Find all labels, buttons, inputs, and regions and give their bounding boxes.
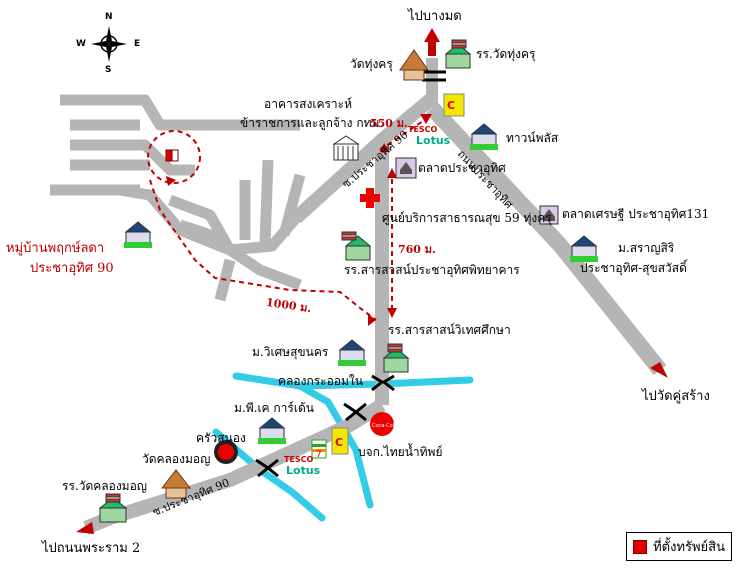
label-setthi-market: ตลาดเศรษฐี ประชาอุทิศ131 (562, 207, 710, 221)
route-550m (379, 114, 433, 151)
compass-w: W (76, 39, 86, 49)
label-welfare-building-2: ข้าราชการและลูกจ้าง กทม. (240, 116, 384, 130)
welfare-building-icon (332, 135, 360, 161)
label-krua-sanong: ครัวสนอง (196, 431, 246, 445)
svg-text:C: C (447, 99, 455, 112)
legend: ที่ตั้งทรัพย์สิน (626, 532, 732, 561)
label-to-wat-khu-sang: ไปวัดคู่สร้าง (642, 389, 710, 404)
label-to-bangmot: ไปบางมด (408, 9, 462, 24)
property-circle (147, 130, 201, 184)
restaurant-icon (214, 440, 238, 464)
tesco-lotus-icon-2: TESCO Lotus (284, 455, 321, 477)
route-1000m (149, 179, 377, 321)
distance-760: 760 ม. (398, 243, 436, 256)
label-wat-thung-khru: วัดทุ่งครุ (350, 57, 393, 71)
label-thai-namthip: บจก.ไทยน้ำทิพย์ (358, 445, 443, 459)
label-village-1: หมู่บ้านพฤกษ์ลดา (6, 241, 105, 256)
label-townplus: ทาวน์พลัส (506, 131, 559, 145)
route-arrowheads (166, 114, 432, 326)
label-to-rama2: ไปถนนพระราม 2 (42, 541, 141, 556)
hospital-icon (360, 188, 380, 208)
svg-text:Lotus: Lotus (416, 134, 451, 147)
canal-branch-2 (212, 428, 326, 522)
label-wat-thung-khru-school: รร.วัดทุ่งครุ (476, 47, 536, 61)
label-wat-klong-monhon-school: รร.วัดคลองมอญ (62, 479, 148, 493)
market-icon-2 (539, 205, 559, 225)
village-road-k (278, 173, 306, 237)
housing-icons (124, 123, 598, 444)
village-road-c (70, 139, 195, 176)
svg-text:C: C (335, 436, 343, 449)
bridges (255, 70, 446, 478)
village-road-g (178, 219, 222, 244)
compass-s: S (105, 65, 112, 75)
svg-text:TESCO: TESCO (284, 455, 314, 464)
arrow-southwest (76, 522, 94, 534)
village-road-f (168, 194, 235, 253)
legend-property-swatch (633, 539, 648, 554)
market-icon (395, 157, 417, 179)
seven-eleven-icon: 7 (311, 439, 327, 460)
svg-text:Coca-Cola: Coca-Cola (372, 423, 397, 429)
svg-text:TESCO: TESCO (408, 125, 438, 134)
route-lines (147, 114, 433, 321)
coca-cola-icon: Coca-Cola (370, 412, 397, 436)
school-icons (98, 39, 472, 523)
road-soi-90-lower (83, 399, 386, 535)
bigc-icon: C (443, 93, 465, 117)
legend-label: ที่ตั้งทรัพย์สิน (653, 540, 725, 555)
compass-rose (91, 26, 127, 62)
label-welfare-building-1: อาคารสงเคราะห์ (264, 97, 353, 111)
label-saranusiri-1: ม.สราญสิริ (618, 241, 675, 255)
temple-icon-2 (160, 469, 192, 499)
label-klong-krathom: คลองกระออมใน (278, 374, 363, 388)
canal-klong-krathom (232, 372, 474, 390)
arrow-to-property (166, 176, 176, 186)
arrow-southeast (650, 362, 668, 378)
label-sarasas-school: รร.สารสาสน์ประชาอุทิศพิทยาคาร (344, 263, 520, 277)
village-road-h (226, 245, 302, 291)
village-road-j (259, 159, 274, 246)
svg-text:Lotus: Lotus (286, 464, 321, 477)
village-road-a (60, 94, 300, 131)
label-saranusiri-2: ประชาอุทิศ-สุขสวัสดิ์ (580, 261, 687, 275)
roads (50, 58, 667, 535)
label-wiset-suknakorn: ม.วิเศษสุขนคร (252, 345, 329, 359)
direction-arrows (76, 28, 668, 534)
label-health-center: ศูนย์บริการสาธารณสุข 59 ทุ่งครุ (382, 211, 552, 225)
label-wat-klong-monhon: วัดคลองมอญ (142, 452, 211, 466)
label-pk-garden: ม.พี.เค การ์เด้น (234, 401, 314, 415)
arrow-north (424, 28, 440, 42)
tesco-lotus-icon-1: TESCO Lotus (408, 125, 451, 147)
svg-text:7: 7 (316, 450, 322, 460)
compass-n: N (105, 12, 113, 22)
label-village-2: ประชาอุทิศ 90 (30, 261, 114, 276)
bigc-icon-2: C (331, 427, 349, 455)
temple-icon (399, 49, 429, 81)
road-pracha-uthit (426, 102, 667, 375)
distance-550: 550 ม. (370, 117, 408, 130)
label-sarasas-witaed: รร.สารสาสน์วิเทศศึกษา (388, 323, 511, 337)
compass-e: E (134, 39, 141, 49)
label-pracha-uthit-market: ตลาดประชาอุทิศ (418, 161, 506, 175)
